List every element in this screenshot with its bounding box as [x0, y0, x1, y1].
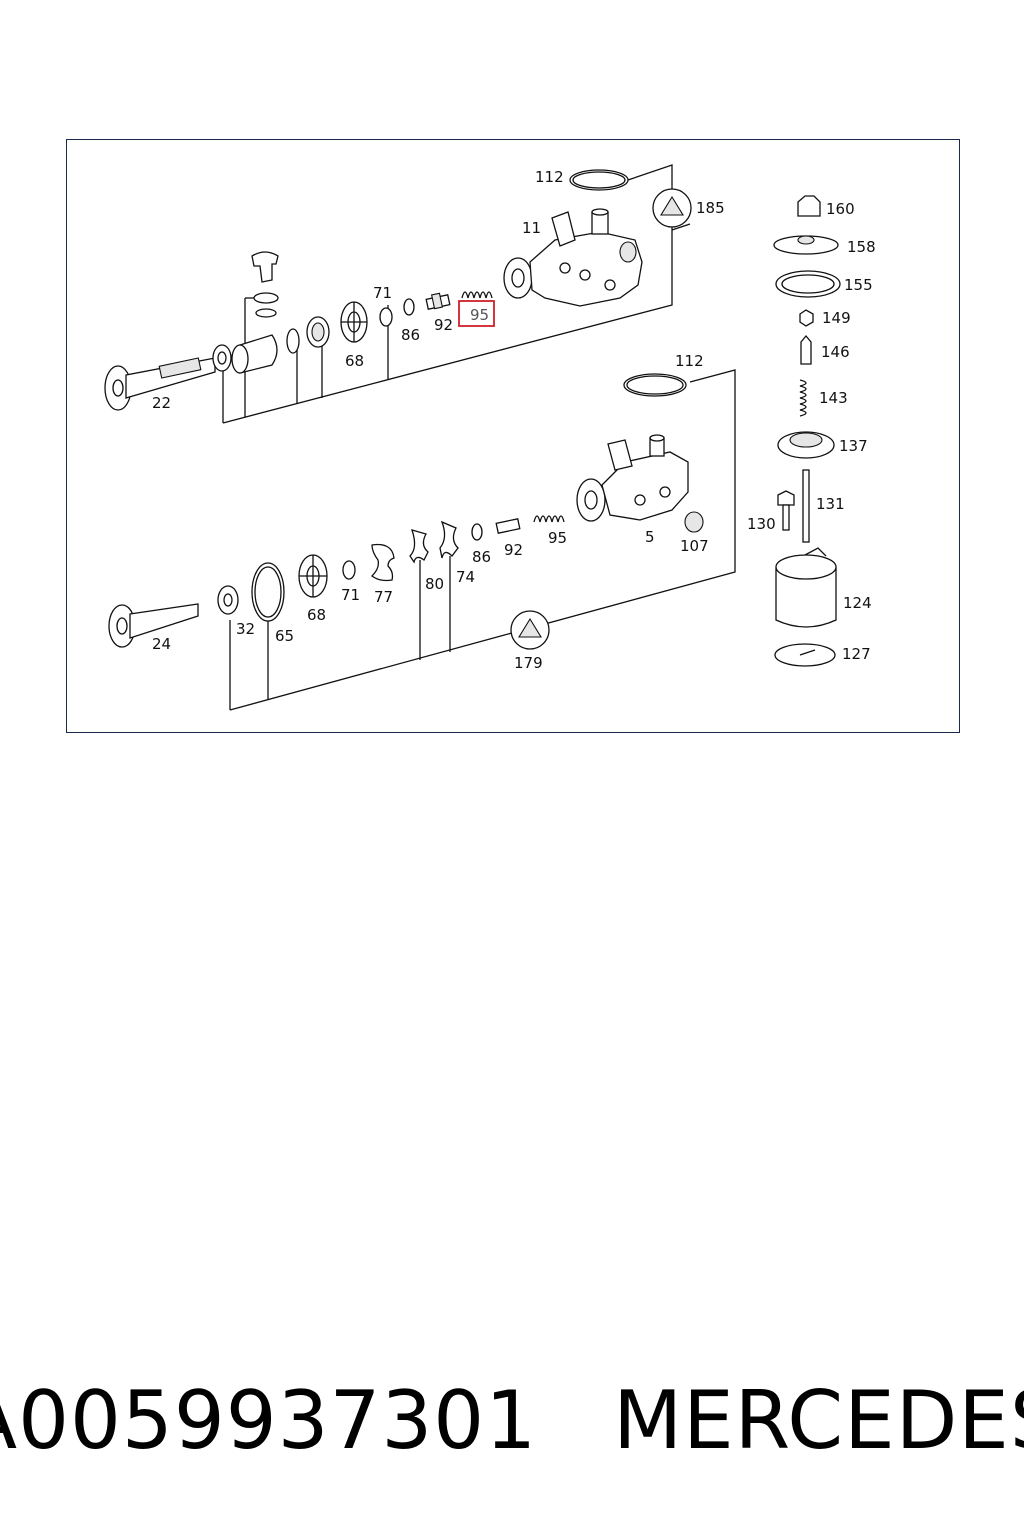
cover-179 — [510, 610, 550, 650]
spring-143 — [799, 379, 807, 417]
brand-text: MERCEDES — [613, 1374, 1024, 1467]
valve-disc-137 — [777, 431, 835, 459]
label-112-lower[interactable]: 112 — [675, 352, 704, 370]
diagram-frame — [66, 139, 960, 733]
label-65[interactable]: 65 — [275, 627, 294, 645]
stud-131 — [802, 469, 810, 543]
exploded-parts-diagram: 22 112 11 185 71 86 92 95 68 112 5 107 9… — [104, 164, 876, 711]
spring-95-lower — [533, 515, 565, 523]
rotor-68-lower — [298, 554, 328, 598]
shaft-24 — [108, 603, 199, 648]
ring-86-lower — [471, 523, 483, 541]
label-71-lower[interactable]: 71 — [341, 586, 360, 604]
label-158[interactable]: 158 — [847, 238, 876, 256]
ring-71-upper — [379, 307, 393, 327]
label-68-lower[interactable]: 68 — [307, 606, 326, 624]
spring-95-upper — [461, 291, 493, 299]
sleeve-146 — [800, 334, 812, 365]
shaft-22 — [104, 357, 216, 411]
label-77[interactable]: 77 — [374, 588, 393, 606]
ring-112-lower — [623, 373, 687, 397]
filter-bowl-124 — [775, 547, 837, 628]
housing-sleeve-upper — [231, 334, 278, 374]
label-127[interactable]: 127 — [842, 645, 871, 663]
plug-top — [251, 251, 279, 318]
label-92-lower[interactable]: 92 — [504, 541, 523, 559]
label-71-upper[interactable]: 71 — [373, 284, 392, 302]
label-146[interactable]: 146 — [821, 343, 850, 361]
highlight-box-95 — [458, 300, 495, 327]
label-107[interactable]: 107 — [680, 537, 709, 555]
bearing-32 — [217, 585, 239, 615]
roller-bearing-upper — [306, 316, 330, 348]
label-112-upper[interactable]: 112 — [535, 168, 564, 186]
valve-92-upper — [425, 292, 451, 310]
label-22[interactable]: 22 — [152, 394, 171, 412]
label-24[interactable]: 24 — [152, 635, 171, 653]
washer-158 — [773, 235, 839, 255]
label-11[interactable]: 11 — [522, 219, 541, 237]
plate-80 — [409, 529, 429, 564]
label-95-upper[interactable]: 95 — [470, 306, 489, 324]
bearing-upper — [212, 344, 232, 372]
cap-160 — [797, 195, 821, 217]
nut-149 — [799, 309, 814, 327]
ring-112-upper — [569, 169, 629, 191]
ring-71-lower — [342, 560, 356, 580]
ring-86-upper — [403, 298, 415, 316]
label-32[interactable]: 32 — [236, 620, 255, 638]
label-137[interactable]: 137 — [839, 437, 868, 455]
label-95-lower[interactable]: 95 — [548, 529, 567, 547]
pump-body-5 — [576, 434, 689, 522]
valve-92-lower — [495, 518, 521, 534]
label-185[interactable]: 185 — [696, 199, 725, 217]
label-149[interactable]: 149 — [822, 309, 851, 327]
pump-body-11 — [503, 208, 643, 307]
label-92-upper[interactable]: 92 — [434, 316, 453, 334]
label-124[interactable]: 124 — [843, 594, 872, 612]
seal-155 — [775, 270, 841, 298]
label-143[interactable]: 143 — [819, 389, 848, 407]
label-5[interactable]: 5 — [645, 528, 655, 546]
label-155[interactable]: 155 — [844, 276, 873, 294]
label-179[interactable]: 179 — [514, 654, 543, 672]
label-160[interactable]: 160 — [826, 200, 855, 218]
part-number-text: A0059937301 — [0, 1374, 538, 1467]
cam-ring-77 — [371, 543, 395, 582]
footer-caption: A0059937301 MERCEDES — [0, 1376, 1024, 1466]
label-131[interactable]: 131 — [816, 495, 845, 513]
rotor-68-upper — [340, 301, 368, 343]
label-80[interactable]: 80 — [425, 575, 444, 593]
label-68-upper[interactable]: 68 — [345, 352, 364, 370]
bolt-130 — [777, 490, 795, 531]
seal-ring-65 — [251, 562, 285, 622]
o-ring-upper — [286, 328, 300, 354]
label-86-upper[interactable]: 86 — [401, 326, 420, 344]
gasket-127 — [774, 643, 836, 667]
label-130[interactable]: 130 — [747, 515, 776, 533]
label-86-lower[interactable]: 86 — [472, 548, 491, 566]
cover-185 — [652, 188, 692, 228]
part-labels: 22 112 11 185 71 86 92 95 68 112 5 107 9… — [152, 168, 876, 672]
label-74[interactable]: 74 — [456, 568, 475, 586]
lower-leader-lines — [229, 369, 736, 711]
plate-74 — [439, 520, 459, 559]
plug-107 — [684, 511, 704, 533]
